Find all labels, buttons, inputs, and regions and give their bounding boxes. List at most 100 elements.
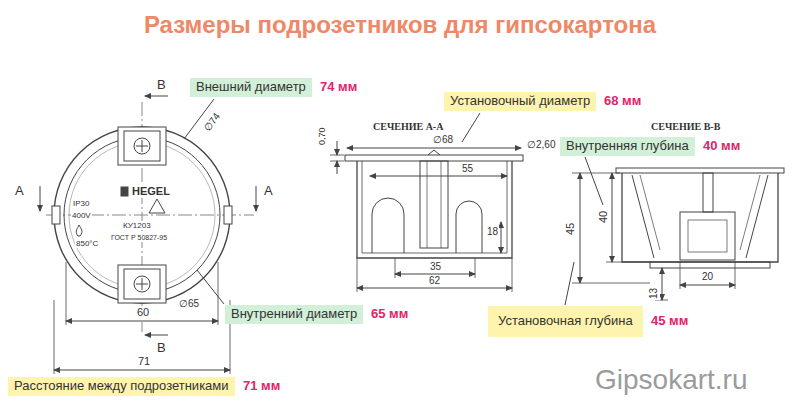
dimension-value: 40 мм	[702, 139, 741, 154]
logo-mark	[121, 187, 128, 196]
watermark: Gipsokart.ru	[594, 364, 749, 396]
section-letter: A	[263, 184, 274, 199]
cable-entry	[456, 201, 482, 253]
dimension-value: 71 мм	[242, 379, 281, 394]
dimension-value: 65 мм	[370, 307, 409, 322]
box-body	[622, 173, 778, 262]
extension-line	[54, 300, 55, 374]
extension-line	[395, 258, 396, 278]
section-letter: A	[14, 184, 25, 199]
section-title: СЕЧЕНИЕ В-В	[650, 121, 721, 133]
section-arrow	[40, 186, 41, 211]
dimension-value: 74 мм	[319, 80, 358, 95]
dimension-text: 20	[701, 271, 714, 283]
leader-line	[197, 270, 224, 304]
center-post	[420, 161, 448, 248]
dimension-line	[370, 176, 507, 177]
brand-name: HEGEL	[131, 185, 171, 198]
leader-line	[585, 157, 603, 205]
callout-text: Внутренняя глубина	[566, 139, 689, 154]
dimension-line	[680, 285, 735, 286]
extension-line	[572, 173, 620, 174]
front-view	[40, 96, 256, 374]
extension-line	[357, 258, 358, 292]
extension-line	[572, 283, 650, 284]
screw-ear-inner	[124, 269, 160, 299]
dimension-text: 60	[136, 306, 150, 319]
dimension-text: ∅68	[432, 134, 454, 146]
center-post	[703, 173, 713, 212]
extension-line	[606, 262, 650, 263]
diagram-title: Размеры подрозетников для гипсокартона	[0, 11, 800, 40]
section-arrow	[145, 335, 168, 336]
callout-text: Расстояние между подрозетниками	[14, 379, 229, 394]
extension-line	[66, 262, 67, 325]
leader-line	[565, 262, 574, 305]
marking-text: 400V	[71, 211, 92, 220]
marking-text: КУ1203	[122, 221, 152, 230]
marking-text: 850°C	[75, 239, 99, 248]
dimension-text: ∅65	[178, 298, 200, 310]
dimension-text: 40	[597, 210, 610, 224]
dimension-value: 68 мм	[603, 94, 642, 109]
dimension-text: 0,70	[317, 126, 327, 146]
dimension-line	[357, 288, 512, 289]
dimension-value: 45 мм	[650, 314, 689, 329]
dimension-text: 62	[428, 275, 441, 287]
dimension-line	[501, 222, 502, 253]
flange	[345, 155, 523, 161]
screw-head	[428, 150, 440, 155]
dimension-text: 55	[461, 163, 474, 175]
screw-slot	[136, 140, 148, 152]
dimension-text: 18	[486, 226, 499, 238]
callout-box: Внутренний диаметр	[225, 305, 363, 324]
center-post-bore	[427, 161, 441, 248]
section-b	[565, 157, 784, 305]
callout-box: Установочный диаметр	[444, 92, 596, 111]
screw-ear	[118, 127, 166, 165]
section-title: СЕЧЕНИЕ А-А	[372, 121, 444, 133]
side-nub	[224, 206, 232, 224]
section-arrow	[145, 96, 168, 97]
callout-text: Внешний диаметр	[196, 80, 306, 95]
dimension-text: 35	[429, 261, 442, 273]
clamp-arm	[740, 175, 760, 250]
outer-circle	[54, 127, 230, 303]
marking-text: ГОСТ Р 50827-95	[110, 234, 168, 242]
extension-line	[512, 258, 513, 292]
dimension-text: 71	[137, 355, 151, 368]
anchor-inner	[688, 220, 727, 252]
dimension-line	[580, 173, 581, 283]
dimension-text: 45	[564, 222, 577, 236]
section-a	[330, 113, 523, 292]
box-wall	[362, 161, 507, 253]
dimension-line	[54, 370, 230, 371]
callout-text: Установочный диаметр	[450, 94, 590, 109]
dimension-line	[347, 148, 521, 149]
dimension-line	[662, 268, 663, 300]
dimension-text: ∅74	[201, 110, 223, 135]
clamp-arm	[640, 175, 660, 250]
screw	[134, 138, 150, 154]
bottom-tab	[650, 262, 770, 268]
section-letter: B	[156, 341, 167, 356]
dimension-line	[66, 321, 218, 322]
section-letter: B	[156, 78, 167, 93]
extension-line	[475, 258, 476, 278]
dimension-text: 13	[648, 287, 660, 300]
screw	[134, 276, 150, 292]
dimension-text: ∅2,60	[526, 139, 556, 151]
recycle-symbol	[149, 199, 165, 213]
dimension-line	[337, 161, 338, 174]
screw-ear-inner	[124, 131, 160, 161]
callout-box: Установочная глубина	[488, 306, 643, 337]
flange	[616, 168, 784, 173]
box-body	[357, 161, 512, 258]
callout-box: Внешний диаметр	[190, 78, 312, 97]
marking-text: IP30	[72, 199, 90, 208]
flame-symbol	[76, 225, 82, 236]
callout-text: Внутренний диаметр	[231, 307, 357, 322]
dimension-line	[612, 173, 613, 262]
